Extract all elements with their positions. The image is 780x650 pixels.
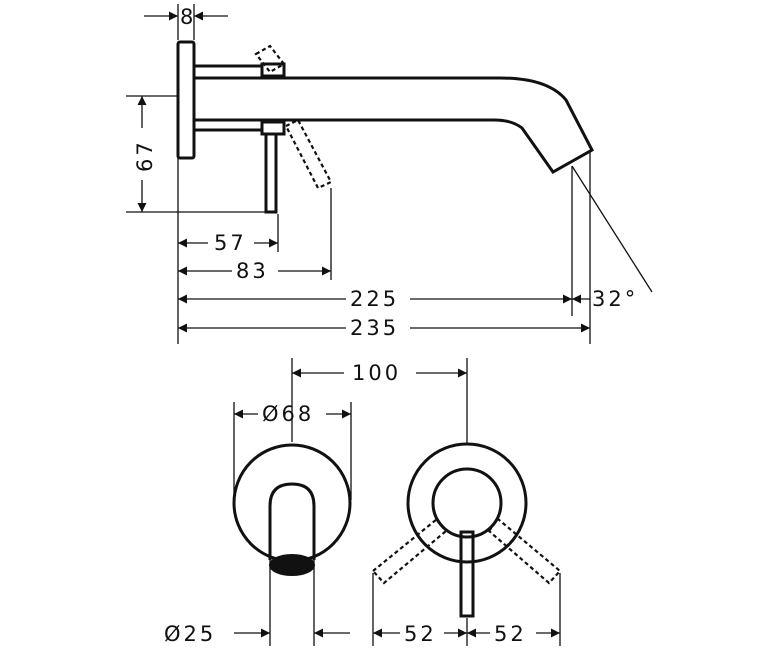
dim-lever-reach: 83 (236, 259, 269, 283)
mixer-lever-down (459, 530, 475, 618)
dim-lever-right: 52 (494, 622, 527, 646)
spout-plate (232, 443, 352, 563)
lever-alt-top (254, 44, 286, 74)
lever-handle (264, 132, 278, 214)
mixer-plate (406, 442, 528, 564)
mixer-knob (431, 467, 503, 539)
wall-plate (176, 40, 196, 160)
dim-plate-height: 67 (133, 139, 157, 172)
mixer-lever-alt-left (371, 517, 448, 585)
spout (194, 76, 594, 174)
dim-center-distance: 100 (352, 361, 401, 385)
dim-spout-diameter: Ø25 (164, 622, 216, 646)
dim-plate-diameter: Ø68 (262, 402, 314, 426)
lever-collar-top (260, 62, 286, 78)
dim-lever-offset: 57 (214, 231, 247, 255)
dim-lever-left: 52 (404, 622, 437, 646)
lever-collar-bottom (260, 120, 286, 136)
dim-overall-depth: 235 (350, 316, 399, 340)
dim-plate-thickness: 8 (180, 5, 196, 29)
side-view: 8 67 57 83 225 32° 235 (126, 4, 653, 344)
dim-spout-angle: 32° (592, 287, 638, 311)
lever-alt-bottom (284, 118, 333, 190)
front-view: 100 Ø68 Ø25 52 52 (164, 358, 562, 646)
dim-spout-reach: 225 (350, 287, 399, 311)
spout-front (268, 482, 316, 560)
mixer-lever-alt-right (487, 517, 562, 585)
spout-outlet (269, 554, 315, 576)
